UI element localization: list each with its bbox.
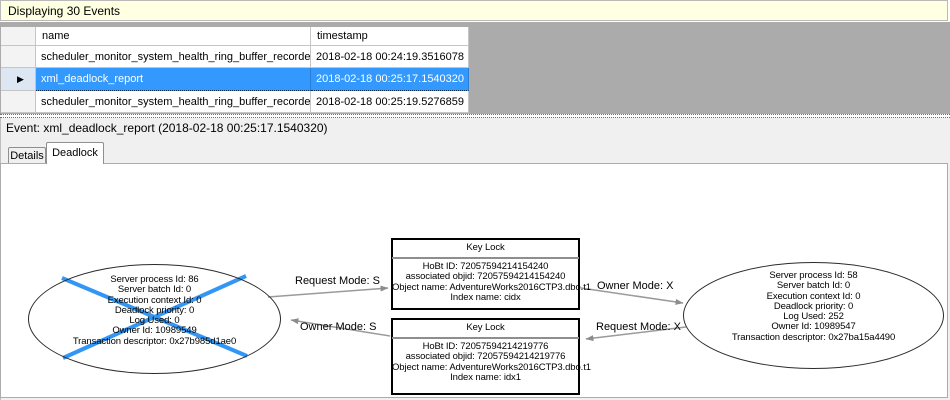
events-count-bar: Displaying 30 Events bbox=[0, 0, 948, 21]
edge-label-owner-mode-s: Owner Mode: S bbox=[300, 321, 377, 333]
cell-name[interactable]: scheduler_monitor_system_health_ring_buf… bbox=[36, 91, 311, 113]
resource-details: HoBt ID: 72057594214219776 associated ob… bbox=[392, 341, 591, 383]
tab-details[interactable]: Details bbox=[8, 147, 46, 163]
edge-label-request-mode-s: Request Mode: S bbox=[295, 275, 380, 287]
cell-timestamp[interactable]: 2018-02-18 00:25:19.5276859 bbox=[311, 91, 469, 113]
tab-deadlock[interactable]: Deadlock bbox=[46, 142, 104, 164]
cell-timestamp[interactable]: 2018-02-18 00:24:19.3516078 bbox=[311, 46, 469, 68]
process-node[interactable]: Server process Id: 58 Server batch Id: 0… bbox=[683, 262, 944, 369]
process-details: Server process Id: 86 Server batch Id: 0… bbox=[72, 274, 237, 347]
column-header-name[interactable]: name bbox=[36, 27, 311, 46]
edge-label-owner-mode-x: Owner Mode: X bbox=[597, 280, 674, 292]
edge-label-request-mode-x: Request Mode: X bbox=[596, 321, 681, 333]
resource-title: Key Lock bbox=[392, 319, 579, 339]
process-node-victim[interactable]: Server process Id: 86 Server batch Id: 0… bbox=[28, 264, 281, 374]
resource-title: Key Lock bbox=[392, 239, 579, 259]
selected-event-label: Event: xml_deadlock_report (2018-02-18 0… bbox=[6, 121, 328, 135]
row-selector-cell[interactable] bbox=[1, 46, 36, 68]
row-selector-header[interactable] bbox=[1, 27, 36, 46]
cell-name[interactable]: xml_deadlock_report bbox=[36, 68, 311, 91]
process-details: Server process Id: 58 Server batch Id: 0… bbox=[731, 270, 896, 343]
events-grid: name timestamp scheduler_monitor_system_… bbox=[0, 22, 950, 114]
resource-node-keylock-top[interactable]: Key Lock HoBt ID: 72057594214154240 asso… bbox=[391, 238, 591, 310]
row-selector-cell[interactable] bbox=[1, 91, 36, 113]
resource-details: HoBt ID: 72057594214154240 associated ob… bbox=[392, 261, 591, 303]
cell-timestamp[interactable]: 2018-02-18 00:25:17.1540320 bbox=[311, 68, 469, 91]
cell-name[interactable]: scheduler_monitor_system_health_ring_buf… bbox=[36, 46, 311, 68]
current-row-arrow-icon: ▶ bbox=[17, 74, 24, 84]
row-selector-cell[interactable]: ▶ bbox=[1, 68, 36, 91]
pane-splitter[interactable] bbox=[0, 114, 950, 118]
resource-node-keylock-bottom[interactable]: Key Lock HoBt ID: 72057594214219776 asso… bbox=[391, 318, 591, 395]
column-header-timestamp[interactable]: timestamp bbox=[311, 27, 469, 46]
